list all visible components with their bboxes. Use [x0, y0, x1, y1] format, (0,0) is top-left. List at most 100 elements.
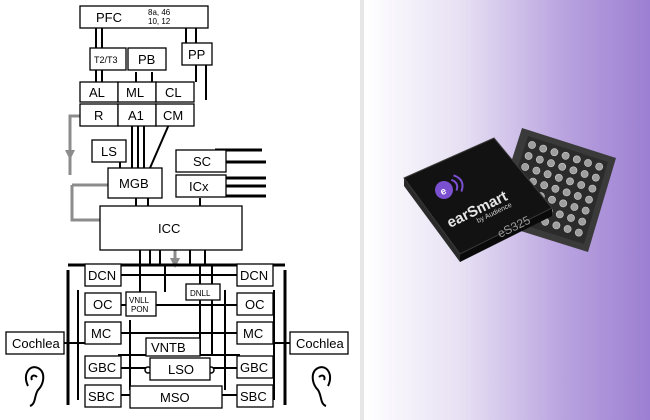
node-sbc-left: [84, 384, 122, 408]
label-pfc-areas-2: 10, 12: [148, 17, 171, 26]
solder-ball: [559, 199, 568, 208]
label-oc-right: OC: [245, 297, 265, 312]
label-dcn-right: DCN: [240, 268, 268, 283]
solder-ball: [562, 188, 571, 197]
solder-ball: [528, 141, 536, 149]
auditory-pathway-diagram: PFC 8a, 46 10, 12 T2/T3 PB PP AL ML CL R…: [5, 5, 349, 409]
node-icc: [99, 205, 243, 251]
label-a1: A1: [128, 108, 144, 123]
earsmart-logo-icon: [435, 181, 453, 199]
ear-icon-right: [311, 366, 332, 407]
solder-ball: [539, 144, 548, 153]
label-mso: MSO: [160, 390, 190, 405]
solder-ball: [574, 228, 583, 237]
label-gbc-left: GBC: [88, 360, 116, 375]
label-pfc-areas-1: 8a, 46: [148, 8, 171, 17]
node-mgb: [107, 167, 163, 199]
node-cochlea-left: [5, 331, 65, 355]
label-icc: ICC: [158, 221, 180, 236]
solder-ball: [524, 152, 533, 160]
solder-ball: [521, 163, 530, 171]
solder-ball: [550, 148, 559, 157]
label-mc-right: MC: [243, 326, 263, 341]
solder-ball: [580, 170, 589, 178]
product-image-panel: e earSmart by Audience eS325: [364, 0, 650, 420]
node-gbc-left: [84, 355, 122, 379]
label-t2t3: T2/T3: [94, 55, 118, 65]
solder-ball: [548, 195, 556, 204]
label-cochlea-left: Cochlea: [12, 336, 60, 351]
node-oc-left: [84, 292, 122, 316]
label-pfc: PFC: [96, 10, 122, 25]
solder-ball: [584, 159, 592, 167]
solder-ball: [551, 184, 560, 193]
svg-text:e: e: [439, 186, 449, 199]
node-mso: [129, 385, 223, 409]
node-cl: [155, 81, 195, 103]
chip-illustration: e earSmart by Audience eS325: [403, 128, 616, 262]
solder-ball: [547, 159, 555, 168]
label-mc-left: MC: [91, 326, 111, 341]
node-sbc-right: [236, 384, 274, 408]
solder-ball: [578, 217, 587, 226]
label-pp: PP: [188, 47, 205, 62]
label-gbc-right: GBC: [240, 360, 268, 375]
solder-ball: [555, 210, 564, 219]
solder-ball: [595, 162, 604, 171]
label-sc: SC: [193, 154, 211, 169]
label-r: R: [94, 108, 103, 123]
label-pb: PB: [138, 52, 155, 67]
label-al: AL: [89, 85, 105, 100]
node-dnll: [185, 283, 221, 301]
node-pfc: [79, 5, 209, 29]
solder-ball: [567, 214, 575, 222]
solder-ball: [588, 184, 597, 193]
solder-ball: [572, 155, 581, 164]
node-pb: [127, 47, 167, 71]
solder-ball: [577, 181, 586, 189]
label-dcn-left: DCN: [88, 268, 116, 283]
label-sbc-right: SBC: [240, 389, 267, 404]
solder-ball: [543, 170, 552, 179]
solder-ball: [573, 192, 582, 200]
label-icx: ICx: [189, 179, 209, 194]
ear-icon-left: [24, 366, 45, 407]
label-ml: ML: [126, 85, 144, 100]
solder-ball: [540, 181, 549, 190]
node-lso: [149, 357, 211, 381]
label-cochlea-right: Cochlea: [296, 336, 344, 351]
label-lso: LSO: [168, 362, 194, 377]
label-sbc-left: SBC: [88, 389, 115, 404]
label-ls: LS: [101, 144, 117, 159]
node-dcn-left: [84, 263, 122, 287]
node-cm: [155, 103, 195, 127]
node-mc-left: [84, 321, 122, 345]
node-vntb: [145, 337, 201, 357]
node-mc-right: [236, 321, 274, 345]
feedback-arrowhead-icc: [170, 258, 180, 268]
label-mgb: MGB: [119, 176, 149, 191]
solder-ball: [532, 166, 541, 175]
label-dnll: DNLL: [190, 289, 211, 298]
solder-ball: [591, 173, 600, 182]
label-vntb: VNTB: [151, 340, 186, 355]
solder-ball: [585, 195, 593, 204]
solder-ball: [566, 177, 574, 186]
node-oc-right: [236, 292, 274, 316]
solder-ball: [558, 162, 567, 171]
label-oc-left: OC: [93, 297, 113, 312]
node-gbc-right: [236, 355, 274, 379]
solder-ball: [561, 151, 570, 160]
node-pp: [181, 42, 213, 66]
solder-ball: [552, 221, 561, 230]
node-sc: [175, 149, 227, 173]
label-cm: CM: [163, 108, 183, 123]
solder-ball: [581, 206, 590, 215]
panel-divider: [360, 0, 364, 420]
node-t2t3: [89, 47, 127, 71]
node-dcn-right: [236, 263, 274, 287]
node-cochlea-right: [289, 331, 349, 355]
solder-ball: [563, 225, 572, 233]
solder-ball: [535, 155, 544, 164]
solder-ball: [570, 203, 579, 211]
